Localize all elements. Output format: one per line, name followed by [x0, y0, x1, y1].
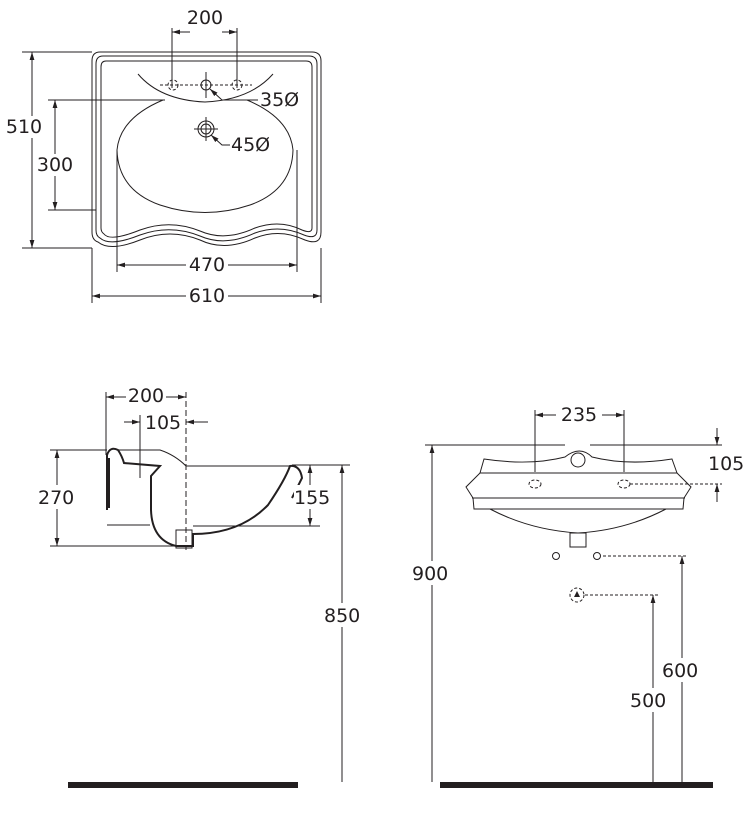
- basin-front-rim: [465, 472, 692, 510]
- top-view: 200 35Ø 45Ø 510 300 470 610: [4, 7, 322, 307]
- dim-supply-height-label: 600: [662, 660, 698, 682]
- dim-overall-height-front-label: 900: [412, 563, 448, 585]
- decorative-shell-ornament: [570, 452, 586, 468]
- dim-bowl-height-label: 155: [294, 487, 330, 509]
- basin-side-profile: [106, 447, 304, 547]
- dim-overall-depth-label: 510: [6, 116, 42, 138]
- dim-tap-height-label: 105: [708, 453, 744, 475]
- tap-hole-diameter-label: 35Ø: [260, 89, 299, 111]
- dim-overall-height-label: 270: [38, 487, 74, 509]
- floor-line: [68, 782, 298, 788]
- waste-outlet: [175, 529, 193, 549]
- dim-mount-height-label: 850: [324, 605, 360, 627]
- basin-outline-outer: [91, 51, 322, 247]
- dim-tap-spacing-label: 200: [187, 7, 223, 29]
- dim-bowl-width-label: 470: [189, 254, 225, 276]
- floor-line-front: [440, 782, 713, 788]
- basin-front-top: [479, 450, 678, 474]
- fixing-hole-right: [617, 479, 631, 489]
- supply-valve-left-icon: [552, 552, 560, 560]
- side-view: 200 105 270 155 850: [36, 384, 366, 788]
- bowl-outline: [116, 99, 294, 213]
- dim-overall-width-label: 610: [189, 285, 225, 307]
- wall-bracket: [106, 458, 110, 508]
- fixing-hole-left: [528, 479, 542, 489]
- basin-outline-rim: [100, 60, 313, 238]
- waste-outlet-wall-icon: [569, 587, 585, 603]
- front-view: 235 105 900 600 500: [410, 402, 744, 788]
- waste-trap: [569, 532, 587, 548]
- waste-hole-diameter-label: 45Ø: [231, 134, 270, 156]
- basin-outline-inner: [95, 55, 318, 243]
- dim-waste-height-label: 500: [630, 690, 666, 712]
- tap-deck-curve: [137, 73, 274, 103]
- supply-valve-right-icon: [593, 552, 601, 560]
- dim-back-to-tap-label: 200: [128, 385, 164, 407]
- dim-tap-spacing-front-label: 235: [561, 404, 597, 426]
- dim-tap-offset-label: 105: [145, 412, 181, 434]
- basin-front-bowl: [489, 508, 667, 534]
- dim-bowl-depth-label: 300: [37, 154, 73, 176]
